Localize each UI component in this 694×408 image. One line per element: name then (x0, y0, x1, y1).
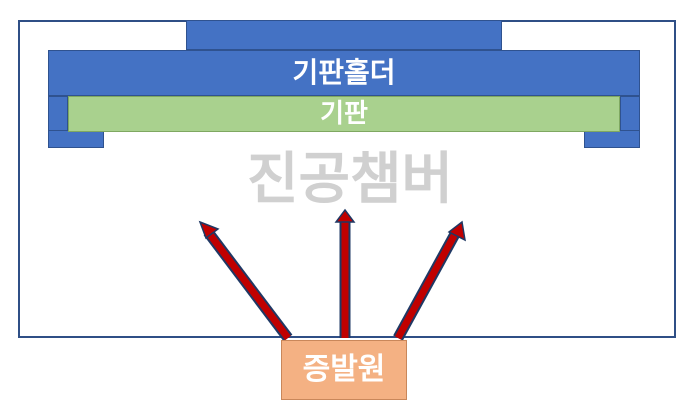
evaporation-source-label: 증발원 (302, 352, 386, 387)
substrate-holder-top (186, 20, 502, 50)
arrow-right (393, 220, 466, 341)
evaporation-source: 증발원 (281, 340, 407, 400)
arrow-up-icon (447, 220, 466, 242)
substrate-label: 기판 (320, 99, 368, 129)
arrow-up-icon (198, 220, 220, 240)
vacuum-chamber-label: 진공챔버 (246, 147, 454, 212)
substrate: 기판 (68, 96, 620, 132)
arrow-center (334, 208, 356, 338)
arrow-left (198, 220, 293, 342)
substrate-holder: 기판홀더 (48, 50, 640, 96)
substrate-holder-label: 기판홀더 (292, 56, 396, 89)
arrow-up-icon (334, 208, 356, 223)
